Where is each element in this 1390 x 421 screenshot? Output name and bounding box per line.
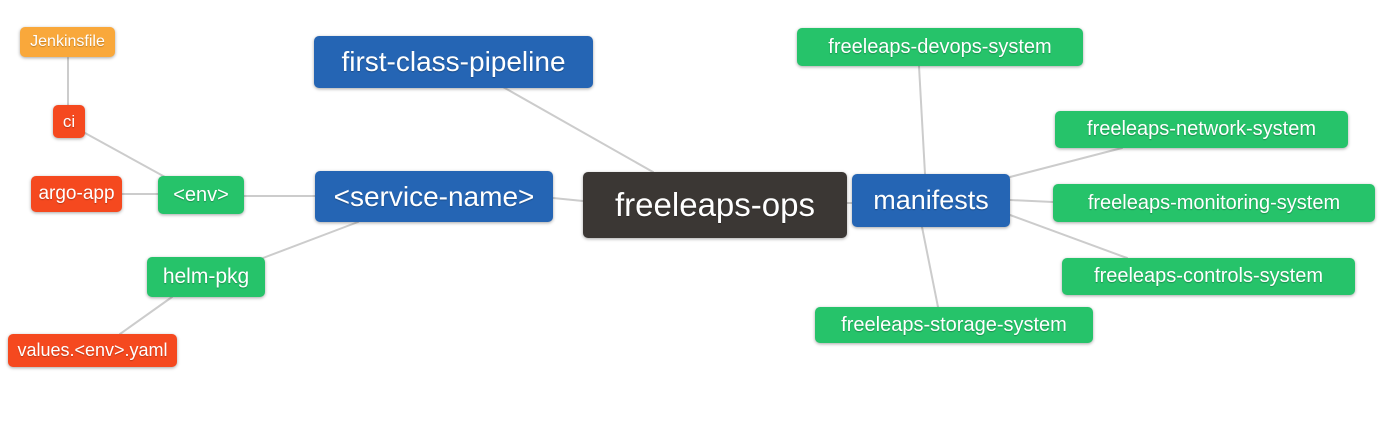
node-first-class-pipeline[interactable]: first-class-pipeline <box>314 36 593 88</box>
node-freeleaps-controls-system[interactable]: freeleaps-controls-system <box>1062 258 1355 295</box>
edge-manifests-network-system <box>1009 147 1123 178</box>
edge-helm-pkg-service-name <box>262 221 359 259</box>
node-service-name[interactable]: <service-name> <box>315 171 553 222</box>
node-manifests[interactable]: manifests <box>852 174 1010 227</box>
edge-service-name-ops <box>552 197 584 202</box>
node-freeleaps-monitoring-system[interactable]: freeleaps-monitoring-system <box>1053 184 1375 222</box>
edge-manifests-storage-system <box>921 226 939 308</box>
edge-ci-env <box>84 132 166 178</box>
edge-manifests-devops-system <box>918 65 926 175</box>
node-freeleaps-storage-system[interactable]: freeleaps-storage-system <box>815 307 1093 343</box>
node-argo-app[interactable]: argo-app <box>31 176 122 212</box>
node-freeleaps-devops-system[interactable]: freeleaps-devops-system <box>797 28 1083 66</box>
node-freeleaps-ops[interactable]: freeleaps-ops <box>583 172 847 238</box>
node-env[interactable]: <env> <box>158 176 244 214</box>
edge-manifests-controls-system <box>1009 214 1128 259</box>
node-ci[interactable]: ci <box>53 105 85 138</box>
node-values-env-yaml[interactable]: values.<env>.yaml <box>8 334 177 367</box>
node-freeleaps-network-system[interactable]: freeleaps-network-system <box>1055 111 1348 148</box>
edge-manifests-monitoring-system <box>1009 199 1054 203</box>
node-jenkinsfile[interactable]: Jenkinsfile <box>20 27 115 57</box>
edge-first-class-pipeline-ops <box>502 86 654 173</box>
edge-values-helm-pkg <box>119 296 173 335</box>
node-helm-pkg[interactable]: helm-pkg <box>147 257 265 297</box>
